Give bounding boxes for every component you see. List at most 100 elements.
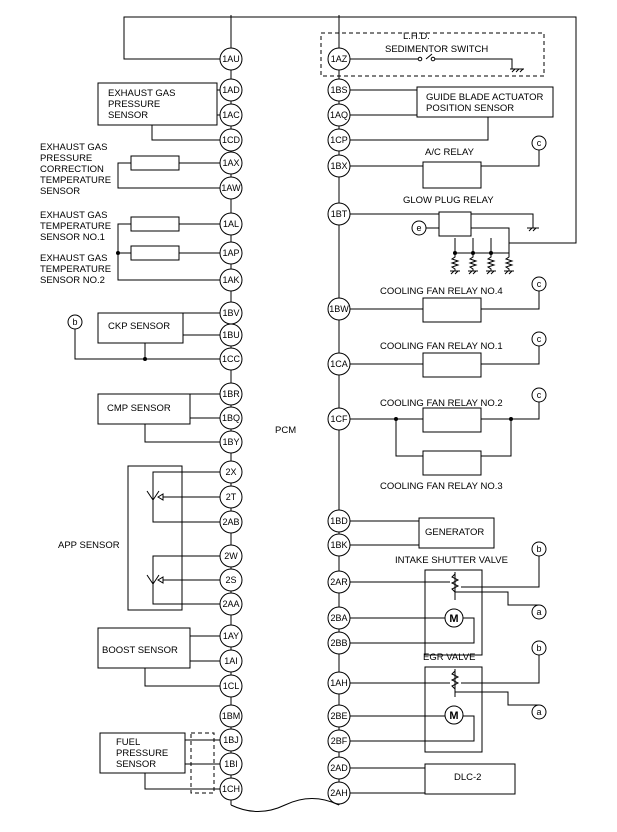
pin-label: 2S [225,575,236,585]
pin-label: 2AB [222,517,239,527]
pcm-right-pins: 1AZ1BS1AQ1CP1BX1BT1BW1CA1CF1BD1BK2AR2BA2… [327,47,351,805]
egr-valve-label: EGR VALVE [423,652,475,663]
connector-e: e [411,220,427,236]
pin-label: 2AD [330,763,348,773]
temp-sensor-1-resistor [130,216,180,232]
generator-label: GENERATOR [425,527,484,538]
pin-2s: 2S [219,568,243,592]
pin-bubble [219,704,243,728]
wire-app [152,471,220,605]
intake-shutter-valve-box [424,569,483,656]
pin-label: 1BY [222,437,239,447]
pin-label: 1CP [330,135,348,145]
switch-contact [430,56,436,62]
pin-1cf: 1CF [327,407,351,431]
pin-bubble [327,297,351,321]
pin-1aq: 1AQ [327,103,351,127]
pin-2ah: 2AH [327,781,351,805]
cooling-fan-relay-4-box [422,297,482,323]
glow-ground [527,227,539,232]
pin-bubble [219,752,243,776]
cooling-fan-relay-2-box [422,407,482,433]
temp-sensor-2-line3: SENSOR NO.2 [40,275,105,286]
wire-egr [350,655,540,706]
pin-label: 1BD [330,516,348,526]
pin-1bv: 1BV [219,301,243,325]
cooling-fan-relay-1-box [422,352,482,378]
junction-dot [394,417,398,421]
pcm-bottom-tear [230,798,340,812]
pin-bubble [219,78,243,102]
cooling-fan-relay-2-label: COOLING FAN RELAY NO.2 [380,398,503,409]
cooling-fan-relay-4-label: COOLING FAN RELAY NO.4 [380,286,503,297]
wire-1az-sedimentor [350,53,520,70]
pin-label: 2AR [330,577,348,587]
pin-bubble [219,176,243,200]
pin-label: 1BT [331,209,348,219]
wire-ac-relay [350,150,540,167]
pin-label: 1AL [223,219,239,229]
wire-intake-shutter [350,556,540,606]
pin-bubble [219,212,243,236]
wire-guide-blade [350,89,489,141]
connector-c-2: c [531,276,547,292]
wire-boost [144,635,220,687]
exhaust-gas-pressure-sensor-box [97,82,218,126]
svg-text:b: b [72,317,77,327]
temp-sensor-1-line2: TEMPERATURE [40,221,111,232]
ac-relay-box [422,161,482,189]
pin-bubble [219,592,243,616]
svg-text:M: M [449,613,458,625]
pin-label: 1CC [222,354,241,364]
pin-label: 1AX [222,158,239,168]
intake-pot [450,573,460,593]
lhd-dashed-box [320,32,545,77]
pin-bubble [327,570,351,594]
pin-1ay: 1AY [219,624,243,648]
pin-label: 2AH [330,788,348,798]
pin-bubble [327,128,351,152]
fuel-pressure-sensor-line1: FUEL [116,737,140,748]
pin-1cc: 1CC [219,347,243,371]
pin-1az: 1AZ [327,47,351,71]
pin-1bd: 1BD [327,509,351,533]
pcm-outline [230,15,340,805]
pin-1bu: 1BU [219,323,243,347]
glow-plug-relay-box [438,211,472,237]
temp-sensor-2-resistor [130,245,180,261]
pin-1bj: 1BJ [219,728,243,752]
cmp-sensor-box [97,393,191,425]
pin-1ai: 1AI [219,649,243,673]
wire-intake-motor [350,617,475,644]
egr-pot [450,670,460,690]
sedimentor-switch-label: SEDIMENTOR SWITCH [385,44,488,55]
svg-text:c: c [537,279,542,289]
pin-label: 1BV [222,308,239,318]
pin-label: 1AZ [331,54,348,64]
pin-label: 1AP [222,248,239,258]
pin-1bm: 1BM [219,704,243,728]
pin-label: 1AD [222,85,240,95]
pcm-left-pins: 1AU1AD1AC1CD1AX1AW1AL1AP1AK1BV1BU1CC1BR1… [219,47,243,801]
cooling-fan-relay-1-label: COOLING FAN RELAY NO.1 [380,341,503,352]
generator-box [418,517,495,549]
ckp-sensor-box [97,312,184,344]
pcm-label: PCM [275,425,296,436]
pin-bubble [219,241,243,265]
pin-1bi: 1BI [219,752,243,776]
pin-2aa: 2AA [219,592,243,616]
dlc2-box [424,763,516,795]
pin-bubble [219,674,243,698]
svg-text:c: c [537,390,542,400]
pin-bubble [219,624,243,648]
cmp-sensor-label: CMP SENSOR [107,403,171,414]
pin-bubble [327,631,351,655]
pin-bubble [327,781,351,805]
pin-1ah: 1AH [327,671,351,695]
pin-2ad: 2AD [327,756,351,780]
glow-plug [450,253,460,275]
connector-c-4: c [531,387,547,403]
pin-label: 1AC [222,110,240,120]
intake-shutter-valve-label: INTAKE SHUTTER VALVE [395,555,508,566]
